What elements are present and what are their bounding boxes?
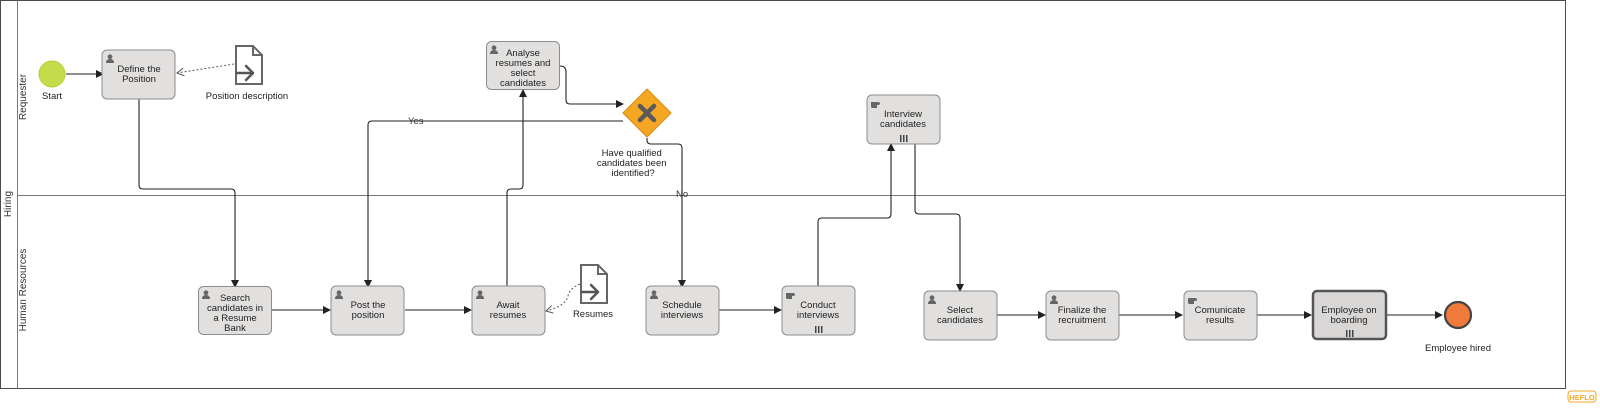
association-resumes (546, 283, 581, 311)
end-event-circle[interactable] (1443, 300, 1473, 330)
end-event[interactable]: Employee hired (1425, 300, 1491, 354)
multi-instance-icon (900, 135, 908, 142)
flow-gateway-yes[interactable] (364, 120, 623, 288)
data-object-resumes[interactable]: Resumes (573, 264, 613, 320)
lane-label-hr: Human Resources (18, 249, 29, 332)
heflo-logo-text: HEFLO (1569, 393, 1595, 402)
lane-requester: Requester (18, 73, 29, 120)
resumes-label: Resumes (573, 309, 613, 320)
association-position-description (177, 63, 235, 73)
flow-define-search[interactable] (138, 99, 239, 288)
lane-human-resources: Human Resources (18, 249, 29, 332)
end-event-label: Employee hired (1425, 343, 1491, 354)
lane-label-requester: Requester (18, 73, 29, 120)
flow-label-no: No (676, 189, 688, 200)
flow-await-analyse[interactable] (506, 89, 527, 287)
heflo-logo: HEFLO (1567, 390, 1597, 403)
multi-instance-icon (815, 326, 823, 333)
data-object-position-description[interactable]: Position description (206, 45, 288, 102)
start-event[interactable]: Start (38, 60, 66, 102)
flow-interview-select[interactable] (914, 144, 964, 292)
position-description-label: Position description (206, 91, 288, 102)
sequence-flows: Yes No (66, 65, 1443, 319)
flow-conduct-interview[interactable] (817, 143, 895, 287)
gateway-x-icon (637, 103, 657, 123)
multi-instance-icon (1346, 330, 1354, 337)
flow-label-yes: Yes (408, 116, 424, 127)
pool-label: Hiring (3, 191, 14, 217)
start-event-circle[interactable] (38, 60, 66, 88)
gateway-label: Have qualified candidates been identifie… (597, 148, 669, 179)
exclusive-gateway[interactable]: Have qualified candidates been identifie… (597, 88, 672, 179)
associations (177, 63, 581, 311)
flow-analyse-gateway[interactable] (559, 65, 624, 108)
flow-gateway-no[interactable] (646, 138, 686, 288)
start-event-label: Start (42, 91, 62, 102)
